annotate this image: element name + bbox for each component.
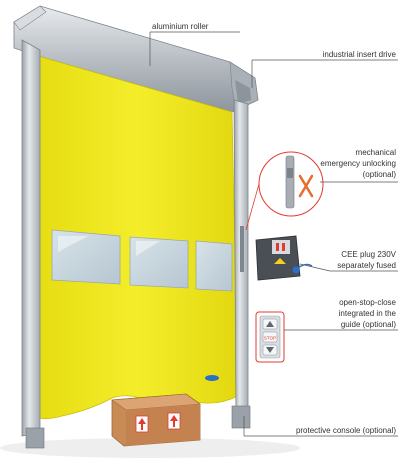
cardboard-box: [111, 393, 201, 447]
left-protective-console: [25, 427, 45, 449]
console-label-line-3: guide (optional): [341, 320, 396, 329]
protective-label: protective console (optional): [296, 426, 396, 435]
brand-logo: [205, 375, 219, 381]
roller-label: aluminium roller: [152, 22, 209, 31]
emergency-rod: [240, 226, 244, 272]
floor-shadow: [0, 438, 300, 458]
right-guide-post: [231, 99, 251, 429]
unlock-label-line-3: (optional): [363, 170, 397, 179]
cee-label-line-2: separately fused: [337, 261, 396, 270]
unlock-label-line-2: emergency unlocking: [320, 159, 396, 168]
window-3: [195, 240, 233, 292]
console-label-line-2: integrated in the: [339, 309, 397, 318]
control-box: [255, 235, 313, 281]
callout-lines: [149, 31, 398, 437]
arrow-up-icon: [266, 321, 274, 327]
drive-label: industrial insert drive: [323, 50, 397, 59]
door-curtain: [37, 55, 239, 420]
drive-motor: [235, 80, 251, 104]
aluminium-roller: [13, 5, 259, 113]
unlock-magnifier: [245, 151, 324, 231]
stop-button[interactable]: [262, 331, 278, 343]
right-protective-console: [231, 405, 251, 429]
unlock-label-line-1: mechanical: [356, 148, 397, 157]
console-label-line-1: open-stop-close: [339, 298, 396, 307]
cee-label-line-1: CEE plug 230V: [341, 250, 396, 259]
arrow-down-icon: [266, 347, 274, 353]
cee-callout-line: [299, 263, 331, 272]
stop-label: STOP: [264, 336, 276, 341]
button-console: STOP: [255, 311, 285, 363]
left-guide-post: [21, 39, 45, 449]
